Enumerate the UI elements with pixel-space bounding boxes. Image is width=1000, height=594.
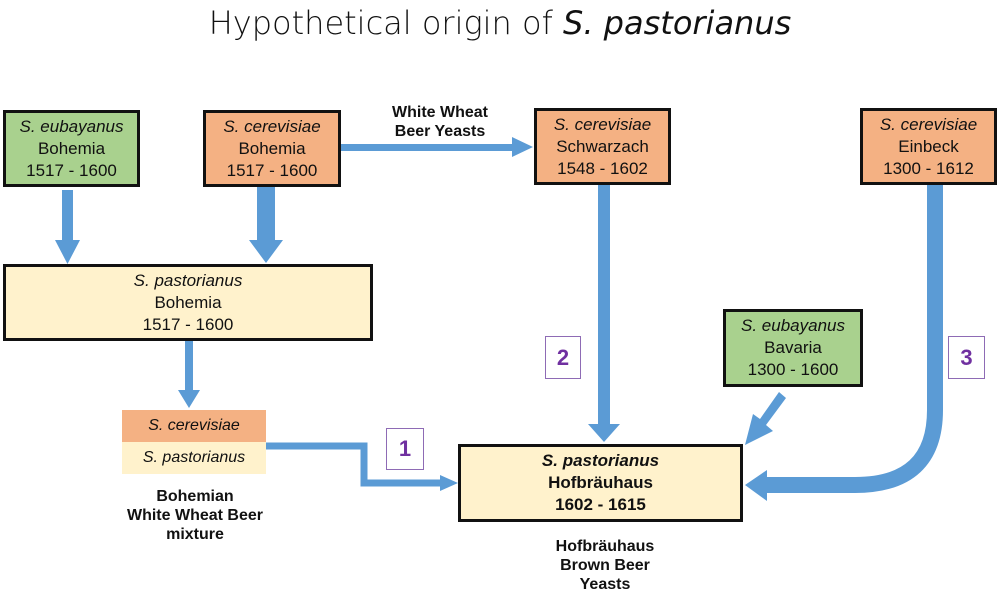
arrow-bavaria-to-hofbrauhaus (745, 392, 786, 445)
arrow-cerevisiae-to-pastorianus (249, 186, 283, 263)
label-bohemian-mixture: Bohemian White Wheat Beer mixture (115, 487, 275, 544)
years: 1602 - 1615 (555, 495, 646, 514)
label-line: Brown Beer (560, 557, 650, 574)
title-text: Hypothetical origin of (208, 4, 564, 42)
place: Bohemia (238, 138, 306, 158)
years: 1517 - 1600 (226, 160, 318, 180)
years: 1300 - 1612 (883, 158, 974, 178)
box-pastorianus-bohemia: S. pastorianus Bohemia 1517 - 1600 (3, 264, 373, 341)
arrow-mixture-head (440, 475, 458, 491)
place: Schwarzach (556, 136, 649, 156)
label-line: Hofbräuhaus (555, 538, 655, 555)
mixture-cerevisiae: S. cerevisiae (122, 410, 266, 442)
place: Hofbräuhaus (548, 473, 653, 492)
species: S. cerevisiae (553, 114, 652, 134)
arrow-eubayanus-to-pastorianus (55, 190, 80, 264)
route-number-1: 1 (386, 428, 424, 470)
label-white-wheat-yeasts: White Wheat Beer Yeasts (370, 103, 510, 141)
label-line: Bohemian (156, 488, 234, 505)
box-cerevisiae-einbeck: S. cerevisiae Einbeck 1300 - 1612 (860, 108, 997, 185)
route-number-3: 3 (948, 336, 985, 379)
place: Bohemia (37, 138, 106, 158)
arrow-mixture-to-hofbrauhaus (266, 442, 442, 487)
box-pastorianus-hofbrauhaus: S. pastorianus Hofbräuhaus 1602 - 1615 (458, 444, 743, 522)
route-number-2: 2 (545, 336, 581, 379)
arrow-pastorianus-to-mixture (178, 340, 200, 408)
box-cerevisiae-bohemia: S. cerevisiae Bohemia 1517 - 1600 (203, 110, 341, 187)
box-eubayanus-bohemia: S. eubayanus Bohemia 1517 - 1600 (3, 110, 140, 187)
label-line: White Wheat Beer (126, 507, 263, 524)
arrow-einbeck-head (745, 470, 767, 501)
place: Bohemia (154, 292, 222, 312)
label-line: Beer Yeasts (394, 123, 486, 140)
species: S. eubayanus (741, 316, 845, 335)
species: S. pastorianus (133, 270, 243, 290)
title-species: S. pastorianus (563, 4, 792, 42)
label-line: Yeasts (579, 576, 631, 593)
species: S. eubayanus (19, 116, 124, 136)
box-cerevisiae-schwarzach: S. cerevisiae Schwarzach 1548 - 1602 (534, 108, 671, 185)
years: 1548 - 1602 (557, 158, 648, 178)
species: S. cerevisiae (879, 114, 978, 134)
label-line: mixture (166, 526, 224, 543)
place: Bavaria (764, 338, 822, 357)
diagram-title: Hypothetical origin of S. pastorianus (0, 4, 1000, 42)
years: 1300 - 1600 (747, 360, 839, 379)
mixture-pastorianus: S. pastorianus (122, 442, 266, 474)
place: Einbeck (898, 136, 959, 156)
arrow-bohemia-to-schwarzach (340, 137, 533, 157)
arrow-schwarzach-to-hofbrauhaus (588, 184, 620, 442)
species: S. pastorianus (541, 451, 660, 470)
years: 1517 - 1600 (142, 314, 234, 334)
years: 1517 - 1600 (26, 160, 117, 180)
label-hofbrauhaus-brown: Hofbräuhaus Brown Beer Yeasts (525, 537, 685, 594)
arrow-einbeck-to-hofbrauhaus (765, 184, 943, 493)
label-line: White Wheat (392, 104, 488, 121)
species: S. cerevisiae (223, 116, 321, 136)
box-eubayanus-bavaria: S. eubayanus Bavaria 1300 - 1600 (723, 309, 863, 387)
